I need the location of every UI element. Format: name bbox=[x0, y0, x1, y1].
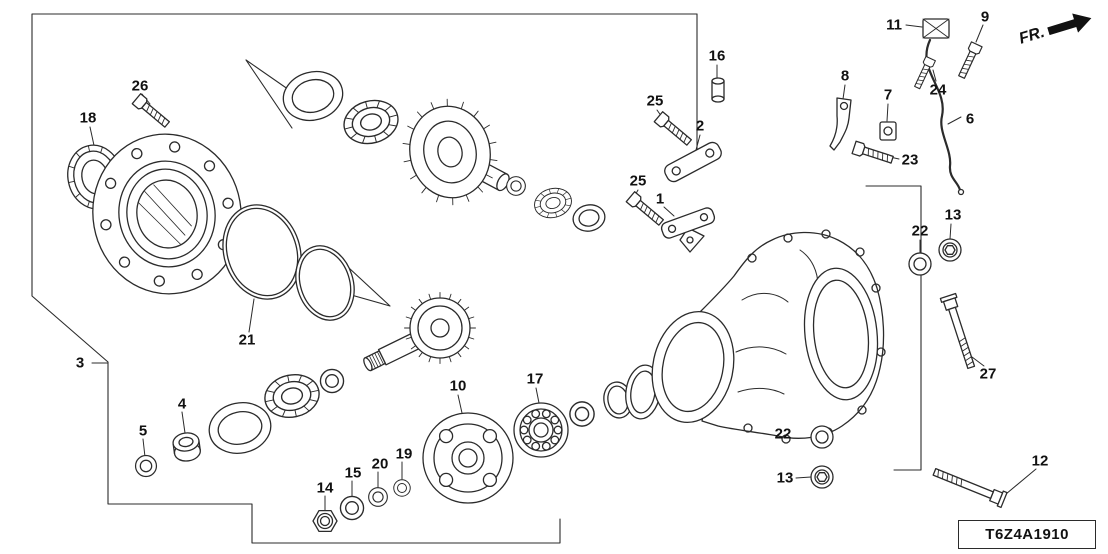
plug-13a bbox=[938, 238, 962, 262]
plug-13b bbox=[810, 465, 834, 489]
bevel-gear-shaft bbox=[402, 98, 510, 206]
part-callout-22b: 22 bbox=[774, 425, 792, 443]
part-callout-18: 18 bbox=[79, 109, 97, 127]
transfer-case-housing bbox=[651, 227, 886, 444]
fr-direction-arrow bbox=[1046, 13, 1092, 36]
part-callout-23: 23 bbox=[901, 151, 919, 169]
part-callout-10: 10 bbox=[449, 377, 467, 395]
stud-16 bbox=[711, 77, 725, 103]
washer-20 bbox=[368, 487, 388, 507]
bolt-25a bbox=[653, 111, 694, 149]
tapered-bearing-upper-2 bbox=[530, 183, 576, 223]
fr-direction-indicator: FR. bbox=[1016, 7, 1095, 50]
washer-22a bbox=[908, 252, 932, 276]
part-callout-3: 3 bbox=[75, 354, 85, 372]
oil-seal-18 bbox=[67, 144, 123, 210]
roller-bearing-17 bbox=[513, 402, 569, 458]
spacer-ring-upper bbox=[572, 204, 606, 232]
part-callout-26: 26 bbox=[131, 77, 149, 95]
stay-bracket-1 bbox=[660, 207, 716, 239]
washer-mid bbox=[569, 401, 595, 427]
part-callout-2: 2 bbox=[695, 117, 705, 135]
part-callout-7: 7 bbox=[883, 86, 893, 104]
part-callout-22a: 22 bbox=[911, 222, 929, 240]
tube-clamp-7 bbox=[879, 121, 897, 141]
bolt-26 bbox=[131, 93, 172, 131]
boundary-lines bbox=[31, 13, 922, 544]
o-ring-large-21 bbox=[222, 204, 302, 300]
washer-15 bbox=[339, 495, 365, 521]
part-callout-12: 12 bbox=[1031, 452, 1049, 470]
spacer-ring-mid bbox=[603, 381, 633, 419]
snap-ring-shaft bbox=[319, 368, 345, 394]
part-callout-9: 9 bbox=[980, 8, 990, 26]
diagram-code-box: T6Z4A1910 bbox=[958, 520, 1096, 549]
part-callout-17: 17 bbox=[526, 370, 544, 388]
part-callout-15: 15 bbox=[344, 464, 362, 482]
o-ring-small-21 bbox=[295, 245, 355, 321]
breather-tube-6 bbox=[925, 38, 965, 196]
part-callout-25a: 25 bbox=[646, 92, 664, 110]
washer-22b bbox=[810, 425, 834, 449]
part-callout-20: 20 bbox=[371, 455, 389, 473]
part-callout-8: 8 bbox=[840, 67, 850, 85]
bolt-12 bbox=[930, 463, 1008, 509]
bolt-9 bbox=[955, 41, 983, 81]
snout-opening bbox=[651, 310, 735, 424]
case-cover-3 bbox=[92, 133, 242, 295]
companion-flange-10 bbox=[422, 412, 514, 504]
part-callout-4: 4 bbox=[177, 395, 187, 413]
part-callout-16: 16 bbox=[708, 47, 726, 65]
bolt-23 bbox=[851, 140, 895, 167]
breather-cap-11 bbox=[922, 18, 950, 39]
part-callout-27: 27 bbox=[979, 365, 997, 383]
part-callout-24: 24 bbox=[929, 81, 947, 99]
tapered-bearing-upper bbox=[338, 93, 404, 151]
tapered-bearing-lower bbox=[260, 369, 324, 423]
part-callout-21: 21 bbox=[238, 331, 256, 349]
snap-ring-19 bbox=[393, 479, 411, 497]
part-callout-5: 5 bbox=[138, 422, 148, 440]
stay-bracket-2 bbox=[664, 141, 722, 183]
part-callout-19: 19 bbox=[395, 445, 413, 463]
bearing-race bbox=[282, 70, 344, 122]
bearing-outer-race-lower bbox=[208, 402, 272, 454]
part-callout-13a: 13 bbox=[944, 206, 962, 224]
washer-5 bbox=[134, 454, 158, 478]
rear-opening bbox=[803, 267, 879, 401]
part-callout-6: 6 bbox=[965, 110, 975, 128]
collar-4 bbox=[172, 432, 201, 462]
part-callout-13b: 13 bbox=[776, 469, 794, 487]
bracket-8 bbox=[829, 97, 852, 151]
part-callout-1: 1 bbox=[655, 190, 665, 208]
part-callout-14: 14 bbox=[316, 479, 334, 497]
diagram-code: T6Z4A1910 bbox=[985, 526, 1069, 543]
nut-14 bbox=[312, 509, 338, 533]
part-callout-11: 11 bbox=[886, 16, 902, 34]
pinion-gear-shaft bbox=[363, 292, 476, 372]
part-callout-25b: 25 bbox=[629, 172, 647, 190]
